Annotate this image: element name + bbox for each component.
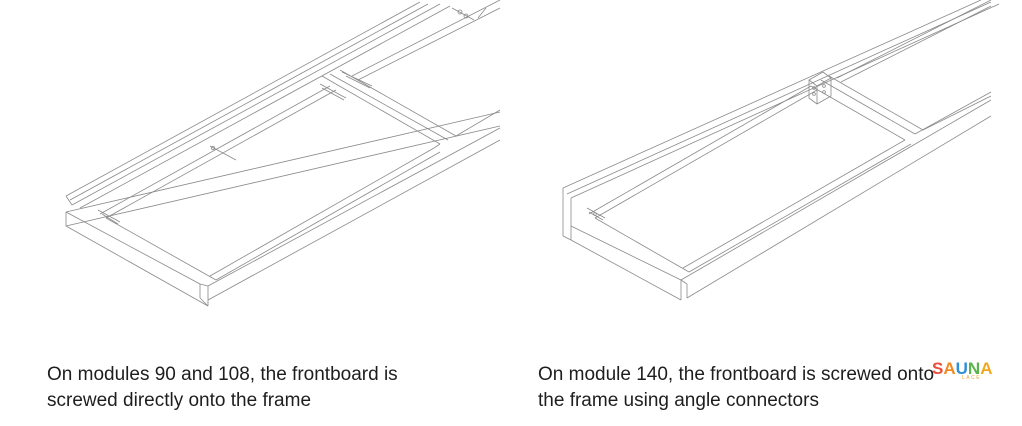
saunaplace-logo: SAUNA LACE [932, 360, 1004, 386]
logo-letter-2: A [943, 359, 956, 378]
right-panel: On module 140, the frontboard is screwed… [511, 0, 1022, 426]
caption-right: On module 140, the frontboard is screwed… [538, 362, 978, 414]
logo-letter-5: A [980, 359, 993, 378]
logo-letter-3: U [955, 359, 968, 378]
frame-drawing-module-140 [511, 0, 1022, 330]
logo-letter-4: N [967, 359, 981, 378]
logo-subtext: LACE [962, 375, 982, 381]
logo-word: SAUNA [932, 360, 1004, 378]
frame-drawing-modules-90-108 [0, 0, 511, 330]
caption-left: On modules 90 and 108, the frontboard is… [47, 362, 487, 414]
caption-right-line-2: the frame using angle connectors [538, 390, 819, 411]
logo-letter-1: S [932, 359, 944, 378]
caption-left-line-1: On modules 90 and 108, the frontboard is [47, 364, 398, 385]
caption-left-line-2: screwed directly onto the frame [47, 390, 312, 411]
left-panel: On modules 90 and 108, the frontboard is… [0, 0, 511, 414]
caption-right-line-1: On module 140, the frontboard is screwed… [538, 364, 935, 385]
